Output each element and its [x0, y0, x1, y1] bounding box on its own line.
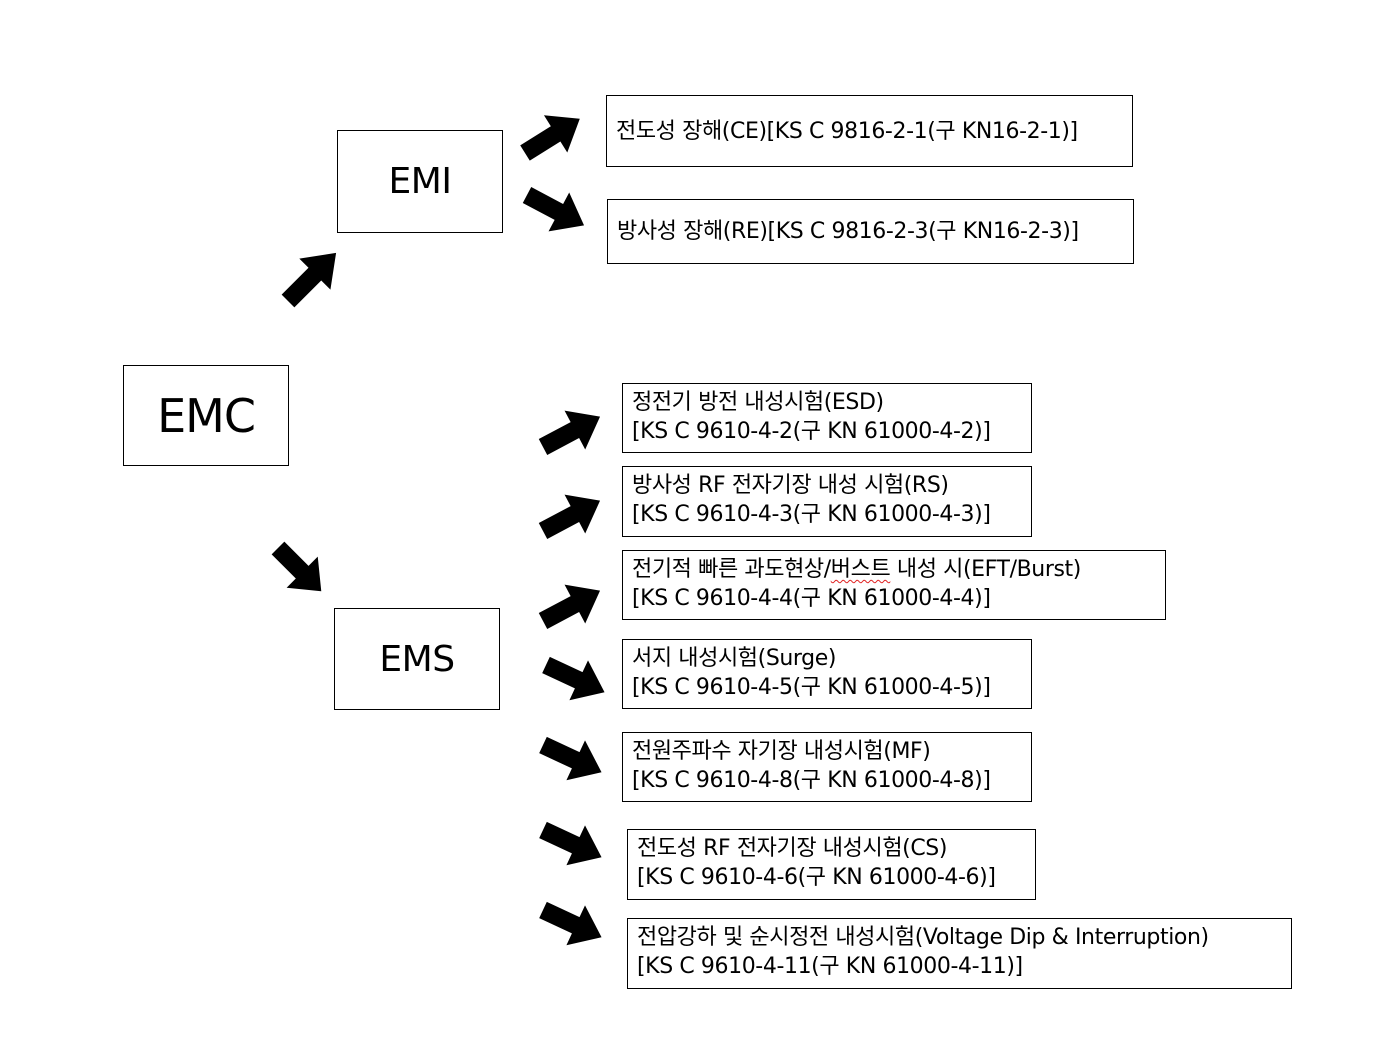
- arrow-ems-to-eft: [532, 571, 611, 641]
- arrow-ems-to-esd: [532, 397, 611, 467]
- ems-item-title-prefix: 전기적 빠른 과도현상/: [632, 557, 831, 582]
- ems-item-surge: 서지 내성시험(Surge) [KS C 9610-4-5(구 KN 61000…: [622, 639, 1032, 709]
- emi-item-conducted-emission: 전도성 장해(CE)[KS C 9816-2-1(구 KN16-2-1)]: [606, 95, 1133, 167]
- arrow-emi-to-re: [516, 175, 595, 245]
- ems-item-standard: [KS C 9610-4-2(구 KN 61000-4-2)]: [632, 419, 991, 444]
- ems-item-cs: 전도성 RF 전자기장 내성시험(CS) [KS C 9610-4-6(구 KN…: [627, 829, 1036, 900]
- ems-item-esd: 정전기 방전 내성시험(ESD) [KS C 9610-4-2(구 KN 610…: [622, 383, 1032, 453]
- emi-item-radiated-emission: 방사성 장해(RE)[KS C 9816-2-3(구 KN16-2-3)]: [607, 199, 1134, 264]
- arrow-ems-to-rs: [532, 481, 611, 551]
- arrow-emc-to-emi: [272, 237, 352, 317]
- spellcheck-marked-word: 버스트: [830, 557, 891, 582]
- ems-item-voltage-dip: 전압강하 및 순시정전 내성시험(Voltage Dip & Interrupt…: [627, 918, 1292, 989]
- ems-item-standard: [KS C 9610-4-4(구 KN 61000-4-4)]: [632, 586, 991, 611]
- arrow-ems-to-mf: [533, 725, 611, 793]
- arrow-ems-to-surge: [536, 645, 614, 713]
- ems-item-standard: [KS C 9610-4-11(구 KN 61000-4-11)]: [637, 954, 1023, 979]
- arrow-ems-to-dip: [533, 890, 611, 958]
- emi-label: EMI: [388, 161, 452, 202]
- ems-item-standard: [KS C 9610-4-6(구 KN 61000-4-6)]: [637, 865, 996, 890]
- arrow-ems-to-cs: [533, 810, 611, 878]
- ems-label: EMS: [379, 638, 455, 680]
- ems-item-title: 서지 내성시험(Surge): [632, 646, 837, 671]
- ems-item-standard: [KS C 9610-4-8(구 KN 61000-4-8)]: [632, 768, 991, 793]
- ems-item-title: 전원주파수 자기장 내성시험(MF): [632, 739, 931, 764]
- ems-item-title: 전기적 빠른 과도현상/버스트 내성 시(EFT/Burst): [632, 555, 1157, 584]
- ems-item-eft-burst: 전기적 빠른 과도현상/버스트 내성 시(EFT/Burst) [KS C 96…: [622, 550, 1166, 620]
- ems-item-standard: [KS C 9610-4-5(구 KN 61000-4-5)]: [632, 675, 991, 700]
- ems-item-title: 정전기 방전 내성시험(ESD): [632, 390, 884, 415]
- ems-item-title: 전압강하 및 순시정전 내성시험(Voltage Dip & Interrupt…: [637, 925, 1209, 950]
- emc-label: EMC: [157, 388, 256, 443]
- arrow-emi-to-ce: [513, 100, 592, 172]
- ems-node: EMS: [334, 608, 500, 710]
- arrow-emc-to-ems: [262, 532, 337, 607]
- ems-item-standard: [KS C 9610-4-3(구 KN 61000-4-3)]: [632, 502, 991, 527]
- emi-node: EMI: [337, 130, 503, 233]
- emi-item-label: 방사성 장해(RE)[KS C 9816-2-3(구 KN16-2-3)]: [617, 219, 1079, 244]
- ems-item-mf: 전원주파수 자기장 내성시험(MF) [KS C 9610-4-8(구 KN 6…: [622, 732, 1032, 802]
- emi-item-label: 전도성 장해(CE)[KS C 9816-2-1(구 KN16-2-1)]: [616, 118, 1078, 144]
- emc-node: EMC: [123, 365, 289, 466]
- ems-item-rs: 방사성 RF 전자기장 내성 시험(RS) [KS C 9610-4-3(구 K…: [622, 466, 1032, 537]
- ems-item-title: 전도성 RF 전자기장 내성시험(CS): [637, 836, 948, 861]
- ems-item-title-suffix: 내성 시(EFT/Burst): [890, 557, 1081, 582]
- ems-item-title: 방사성 RF 전자기장 내성 시험(RS): [632, 473, 949, 498]
